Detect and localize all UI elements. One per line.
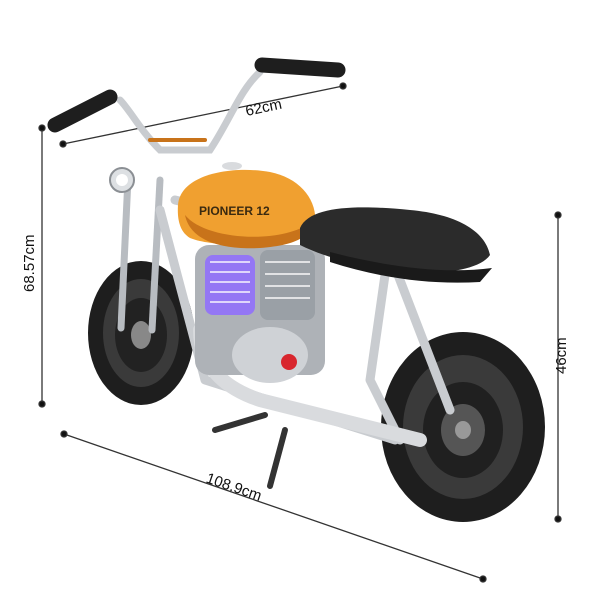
handlebar-width-label: 62cm: [244, 96, 283, 120]
engine: [195, 245, 325, 383]
right-grip: [254, 57, 346, 78]
rear-wheel: [381, 332, 545, 522]
seat: [300, 207, 492, 283]
dimension-total-length: [60, 430, 487, 583]
dimension-total-height: [38, 124, 46, 408]
headlight: [109, 167, 135, 193]
total-height-label: 68.57cm: [21, 234, 38, 292]
handlebar: [116, 68, 264, 154]
left-grip: [47, 89, 118, 133]
dimension-seat-height: [554, 211, 562, 523]
front-fork: [117, 174, 164, 334]
fuel-tank: PIONEER 12: [177, 162, 316, 249]
dimension-handlebar-width: [59, 82, 347, 148]
tank-logo: PIONEER 12: [199, 204, 270, 218]
total-length-label: 108.9cm: [204, 470, 264, 505]
seat-height-label: 46cm: [553, 337, 570, 374]
kickstand: [212, 412, 288, 489]
